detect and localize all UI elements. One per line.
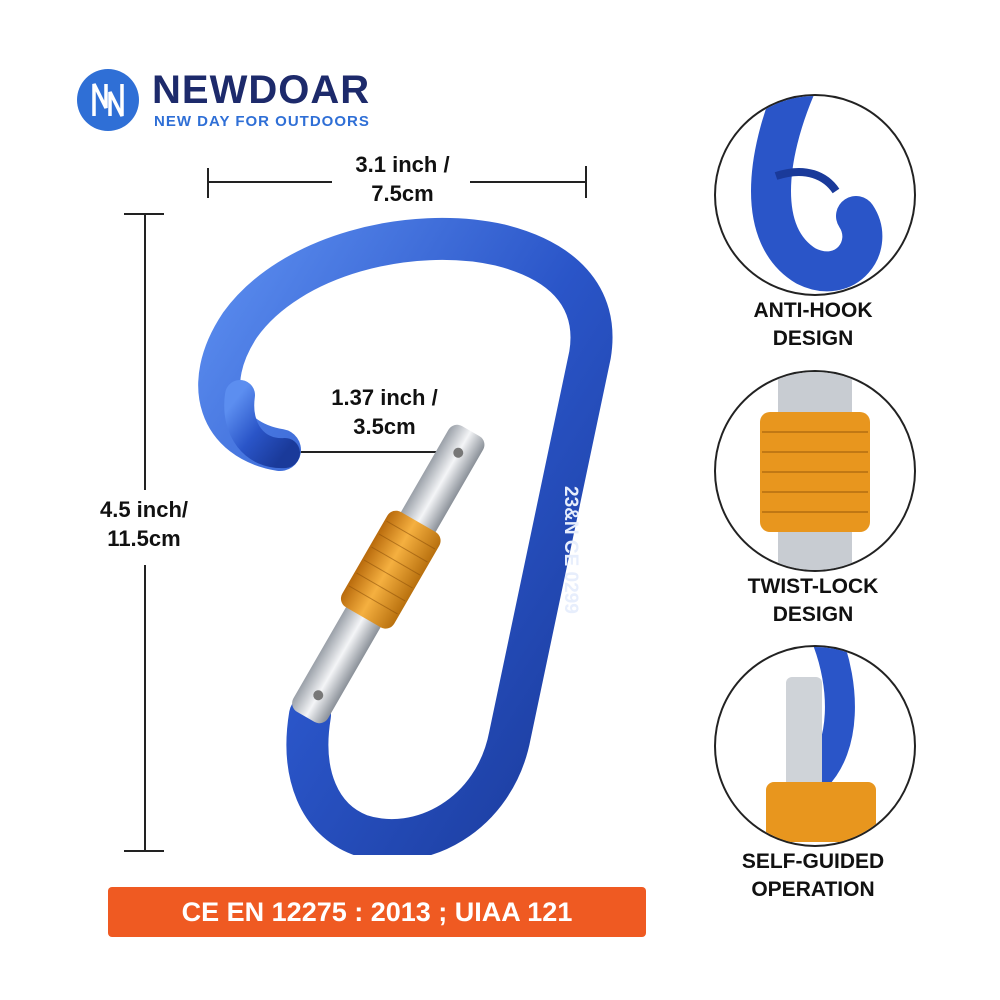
self-guided-line2: OPERATION xyxy=(751,878,875,901)
anti-hook-icon xyxy=(751,96,883,292)
self-guided-icon xyxy=(766,647,876,842)
twist-lock-label: TWIST-LOCK DESIGN xyxy=(683,573,943,629)
brand-tagline: NEW DAY FOR OUTDOORS xyxy=(154,113,370,130)
certification-banner: CE EN 12275 : 2013 ; UIAA 121 xyxy=(108,887,646,937)
anti-hook-line1: ANTI-HOOK xyxy=(753,299,873,322)
gate-cm: 3.5cm xyxy=(353,414,416,439)
self-guided-closeup xyxy=(714,645,916,847)
height-inch: 4.5 inch/ xyxy=(99,497,189,522)
width-label: 3.1 inch / 7.5cm xyxy=(310,150,495,208)
height-label: 4.5 inch/ 11.5cm xyxy=(64,495,224,553)
anti-hook-closeup xyxy=(714,94,916,296)
twist-lock-line2: DESIGN xyxy=(772,603,854,626)
twist-lock-line1: TWIST-LOCK xyxy=(747,575,879,598)
height-cm: 11.5cm xyxy=(107,526,181,551)
anti-hook-label: ANTI-HOOK DESIGN xyxy=(683,297,943,353)
engraving-model: 23&N xyxy=(560,486,581,535)
brand-name: NEWDOAR xyxy=(152,68,371,112)
twist-lock-closeup xyxy=(714,370,916,572)
self-guided-line1: SELF-GUIDED xyxy=(741,850,885,873)
self-guided-label: SELF-GUIDED OPERATION xyxy=(683,848,943,904)
engraving: 23&N CE 0299 xyxy=(559,486,581,616)
width-cm: 7.5cm xyxy=(371,181,434,206)
brand-logo xyxy=(76,68,140,132)
logo-icon xyxy=(77,69,139,131)
carabiner-image xyxy=(198,217,613,855)
anti-hook-line2: DESIGN xyxy=(772,327,854,350)
twist-lock-icon xyxy=(760,372,870,570)
engraving-ce: CE 0299 xyxy=(560,539,581,614)
gate-label: 1.37 inch / 3.5cm xyxy=(292,383,477,441)
width-inch: 3.1 inch / xyxy=(355,152,450,177)
gate-inch: 1.37 inch / xyxy=(331,385,438,410)
